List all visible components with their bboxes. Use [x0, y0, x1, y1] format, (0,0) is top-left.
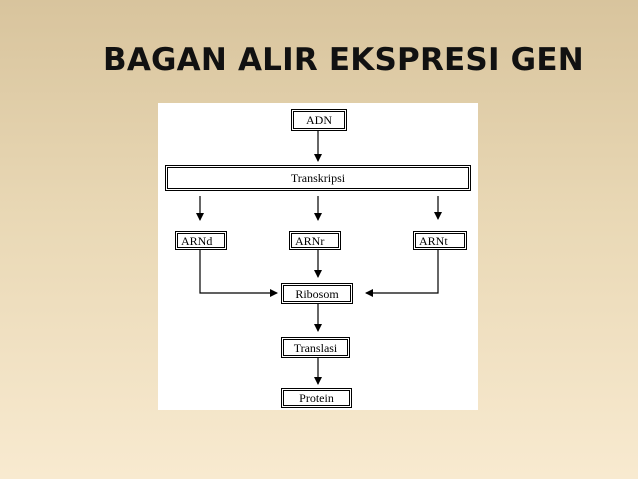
- flowchart-connectors: [196, 131, 442, 385]
- node-ribosom: Ribosom: [281, 283, 353, 304]
- node-translasi: Translasi: [281, 337, 350, 358]
- slide-title: BAGAN ALIR EKSPRESI GEN: [103, 42, 584, 78]
- node-protein: Protein: [281, 388, 352, 408]
- node-arnt: ARNt: [413, 231, 467, 250]
- node-adn: ADN: [291, 109, 347, 131]
- node-arnr: ARNr: [289, 231, 341, 250]
- node-transkripsi: Transkripsi: [165, 165, 471, 191]
- edge-arnd-ribosom: [199, 250, 278, 297]
- edge-arnt-ribosom: [365, 249, 439, 297]
- node-arnd: ARNd: [175, 231, 227, 250]
- flowchart-panel: ADN Transkripsi ARNd ARNr ARNt Ribosom T…: [158, 103, 478, 410]
